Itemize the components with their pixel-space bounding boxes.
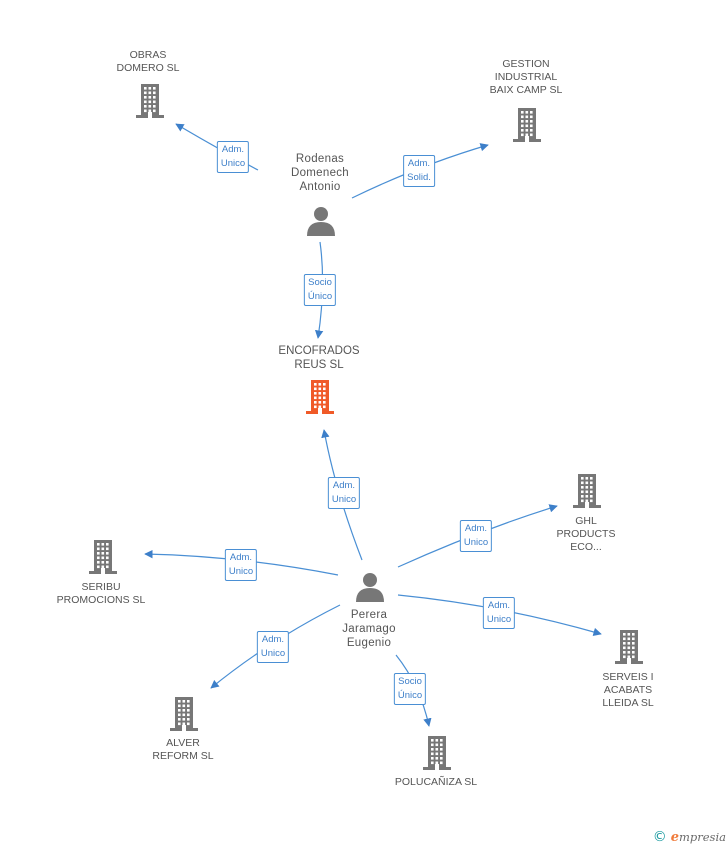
person-icon[interactable] (307, 206, 335, 241)
building-icon[interactable] (88, 540, 118, 579)
node-label-gestion[interactable]: GESTION INDUSTRIAL BAIX CAMP SL (489, 58, 563, 96)
node-label-ghl[interactable]: GHL PRODUCTS ECO... (556, 515, 616, 553)
node-label-obras[interactable]: OBRAS DOMERO SL (116, 49, 180, 74)
edge-label-e4[interactable]: Adm. Unico (327, 477, 361, 509)
node-label-alver[interactable]: ALVER REFORM SL (152, 737, 214, 762)
node-label-perera[interactable]: Perera Jaramago Eugenio (342, 609, 396, 649)
brand-logo: empresia (670, 830, 726, 845)
building-icon-focus[interactable] (305, 380, 335, 419)
building-icon[interactable] (135, 84, 165, 123)
person-icon[interactable] (356, 572, 384, 607)
building-icon[interactable] (614, 630, 644, 669)
edge-label-e1[interactable]: Adm. Unico (216, 141, 250, 173)
building-icon[interactable] (512, 108, 542, 147)
edge-label-e2[interactable]: Adm. Solid. (403, 155, 435, 187)
node-label-rodenas[interactable]: Rodenas Domenech Antonio (290, 153, 350, 193)
node-label-serveis[interactable]: SERVEIS I ACABATS LLEIDA SL (602, 671, 654, 709)
node-label-seribu[interactable]: SERIBU PROMOCIONS SL (56, 581, 146, 606)
edge-label-e3[interactable]: Socio Único (303, 274, 337, 306)
edge-label-e5[interactable]: Adm. Unico (459, 520, 493, 552)
edge-label-e8[interactable]: Adm. Unico (256, 631, 290, 663)
edge-label-e6[interactable]: Adm. Unico (224, 549, 258, 581)
footer-brand: © empresia (653, 828, 726, 846)
node-label-polucaniza[interactable]: POLUCAÑIZA SL (394, 776, 478, 788)
copyright-icon: © (652, 829, 667, 845)
node-label-encofrados[interactable]: ENCOFRADOS REUS SL (278, 345, 360, 371)
building-icon[interactable] (422, 736, 452, 775)
building-icon[interactable] (572, 474, 602, 513)
edge-label-e7[interactable]: Adm. Unico (482, 597, 516, 629)
building-icon[interactable] (169, 697, 199, 736)
edge-label-e9[interactable]: Socio Único (393, 673, 427, 705)
